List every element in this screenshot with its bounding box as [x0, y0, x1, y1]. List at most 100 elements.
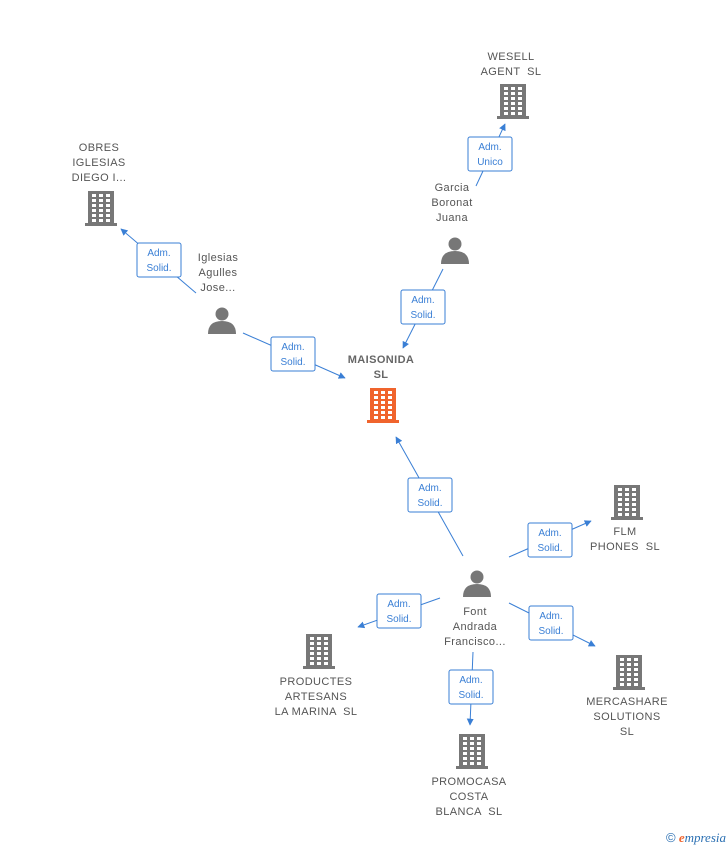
building-window [620, 668, 624, 671]
building-window [310, 647, 314, 650]
building-window [511, 87, 515, 90]
building-window [463, 752, 467, 755]
building-window [310, 642, 314, 645]
building-window [324, 657, 328, 660]
node-label: DIEGO I... [72, 172, 127, 184]
role-badge-font-productes[interactable]: Adm.Solid. [376, 593, 422, 629]
node-label: AGENT SL [481, 66, 542, 78]
building-window [625, 493, 629, 496]
building-window [618, 503, 622, 506]
person-node-iglesias[interactable]: IglesiasAgullesJose... [198, 252, 239, 334]
building-window [381, 391, 385, 394]
role-badge-font-mercashare[interactable]: Adm.Solid. [528, 605, 574, 641]
building-window [463, 747, 467, 750]
node-label: SL [374, 369, 389, 381]
building-window [504, 92, 508, 95]
building-window [470, 752, 474, 755]
building-window [310, 662, 314, 665]
role-badge-iglesias-maisonida[interactable]: Adm.Solid. [270, 336, 316, 372]
building-window [470, 762, 474, 765]
building-window [317, 657, 321, 660]
company-node-obres[interactable]: OBRES IGLESIAS DIEGO I... [72, 142, 127, 226]
building-icon [497, 84, 529, 119]
building-window [310, 652, 314, 655]
node-label: Agulles [199, 267, 238, 279]
role-text: Adm. [281, 342, 304, 353]
building-window [504, 97, 508, 100]
building-window [99, 214, 103, 217]
building-window [518, 97, 522, 100]
person-node-font[interactable]: FontAndradaFrancisco... [444, 570, 506, 649]
role-badge-box [400, 289, 446, 325]
node-label: MERCASHARE [586, 696, 668, 708]
node-label: PROMOCASA [431, 776, 506, 788]
role-text: Adm. [387, 599, 410, 610]
person-body [208, 321, 236, 334]
building-window [463, 762, 467, 765]
building-window [618, 498, 622, 501]
node-label: PRODUCTES [280, 676, 353, 688]
building-window [504, 107, 508, 110]
building-icon [303, 634, 335, 669]
node-label: SOLUTIONS [593, 711, 660, 723]
role-badge-garcia-maisonida[interactable]: Adm.Solid. [400, 289, 446, 325]
person-body [441, 251, 469, 264]
building-window [632, 498, 636, 501]
role-badge-font-maisonida[interactable]: Adm.Solid. [407, 477, 453, 513]
building-window [381, 396, 385, 399]
node-label: IGLESIAS [72, 157, 125, 169]
building-window [99, 199, 103, 202]
building-window [477, 742, 481, 745]
building-window [634, 683, 638, 686]
building-base [456, 766, 488, 769]
building-window [470, 757, 474, 760]
building-window [620, 663, 624, 666]
building-window [634, 673, 638, 676]
node-label: OBRES [79, 142, 120, 154]
role-badge-iglesias-obres[interactable]: Adm.Solid. [136, 242, 182, 278]
role-badge-garcia-wesell[interactable]: Adm.Unico [467, 136, 513, 172]
copyright-icon: © [665, 830, 676, 845]
role-badge-font-promocasa[interactable]: Adm.Solid. [448, 669, 494, 705]
building-window [518, 107, 522, 110]
building-window [632, 503, 636, 506]
building-window [99, 204, 103, 207]
role-badge-box [136, 242, 182, 278]
building-window [625, 513, 629, 516]
role-text: Adm. [478, 142, 501, 153]
building-base [613, 687, 645, 690]
building-window [381, 411, 385, 414]
building-window [504, 102, 508, 105]
building-icon [456, 734, 488, 769]
building-window [477, 752, 481, 755]
role-badge-font-flm[interactable]: Adm.Solid. [527, 522, 573, 558]
building-window [317, 647, 321, 650]
node-label: FLM [613, 526, 636, 538]
building-window [317, 652, 321, 655]
building-icon [85, 191, 117, 226]
building-window [317, 642, 321, 645]
building-window [470, 742, 474, 745]
building-window [106, 199, 110, 202]
building-window [634, 668, 638, 671]
role-text: Solid. [417, 498, 442, 509]
building-window [627, 663, 631, 666]
role-text: Adm. [539, 611, 562, 622]
building-window [310, 637, 314, 640]
node-label: Font [463, 606, 487, 618]
building-icon [613, 655, 645, 690]
building-window [388, 411, 392, 414]
building-window [324, 652, 328, 655]
building-window [324, 647, 328, 650]
role-text: Solid. [146, 263, 171, 274]
building-window [106, 219, 110, 222]
building-window [92, 194, 96, 197]
